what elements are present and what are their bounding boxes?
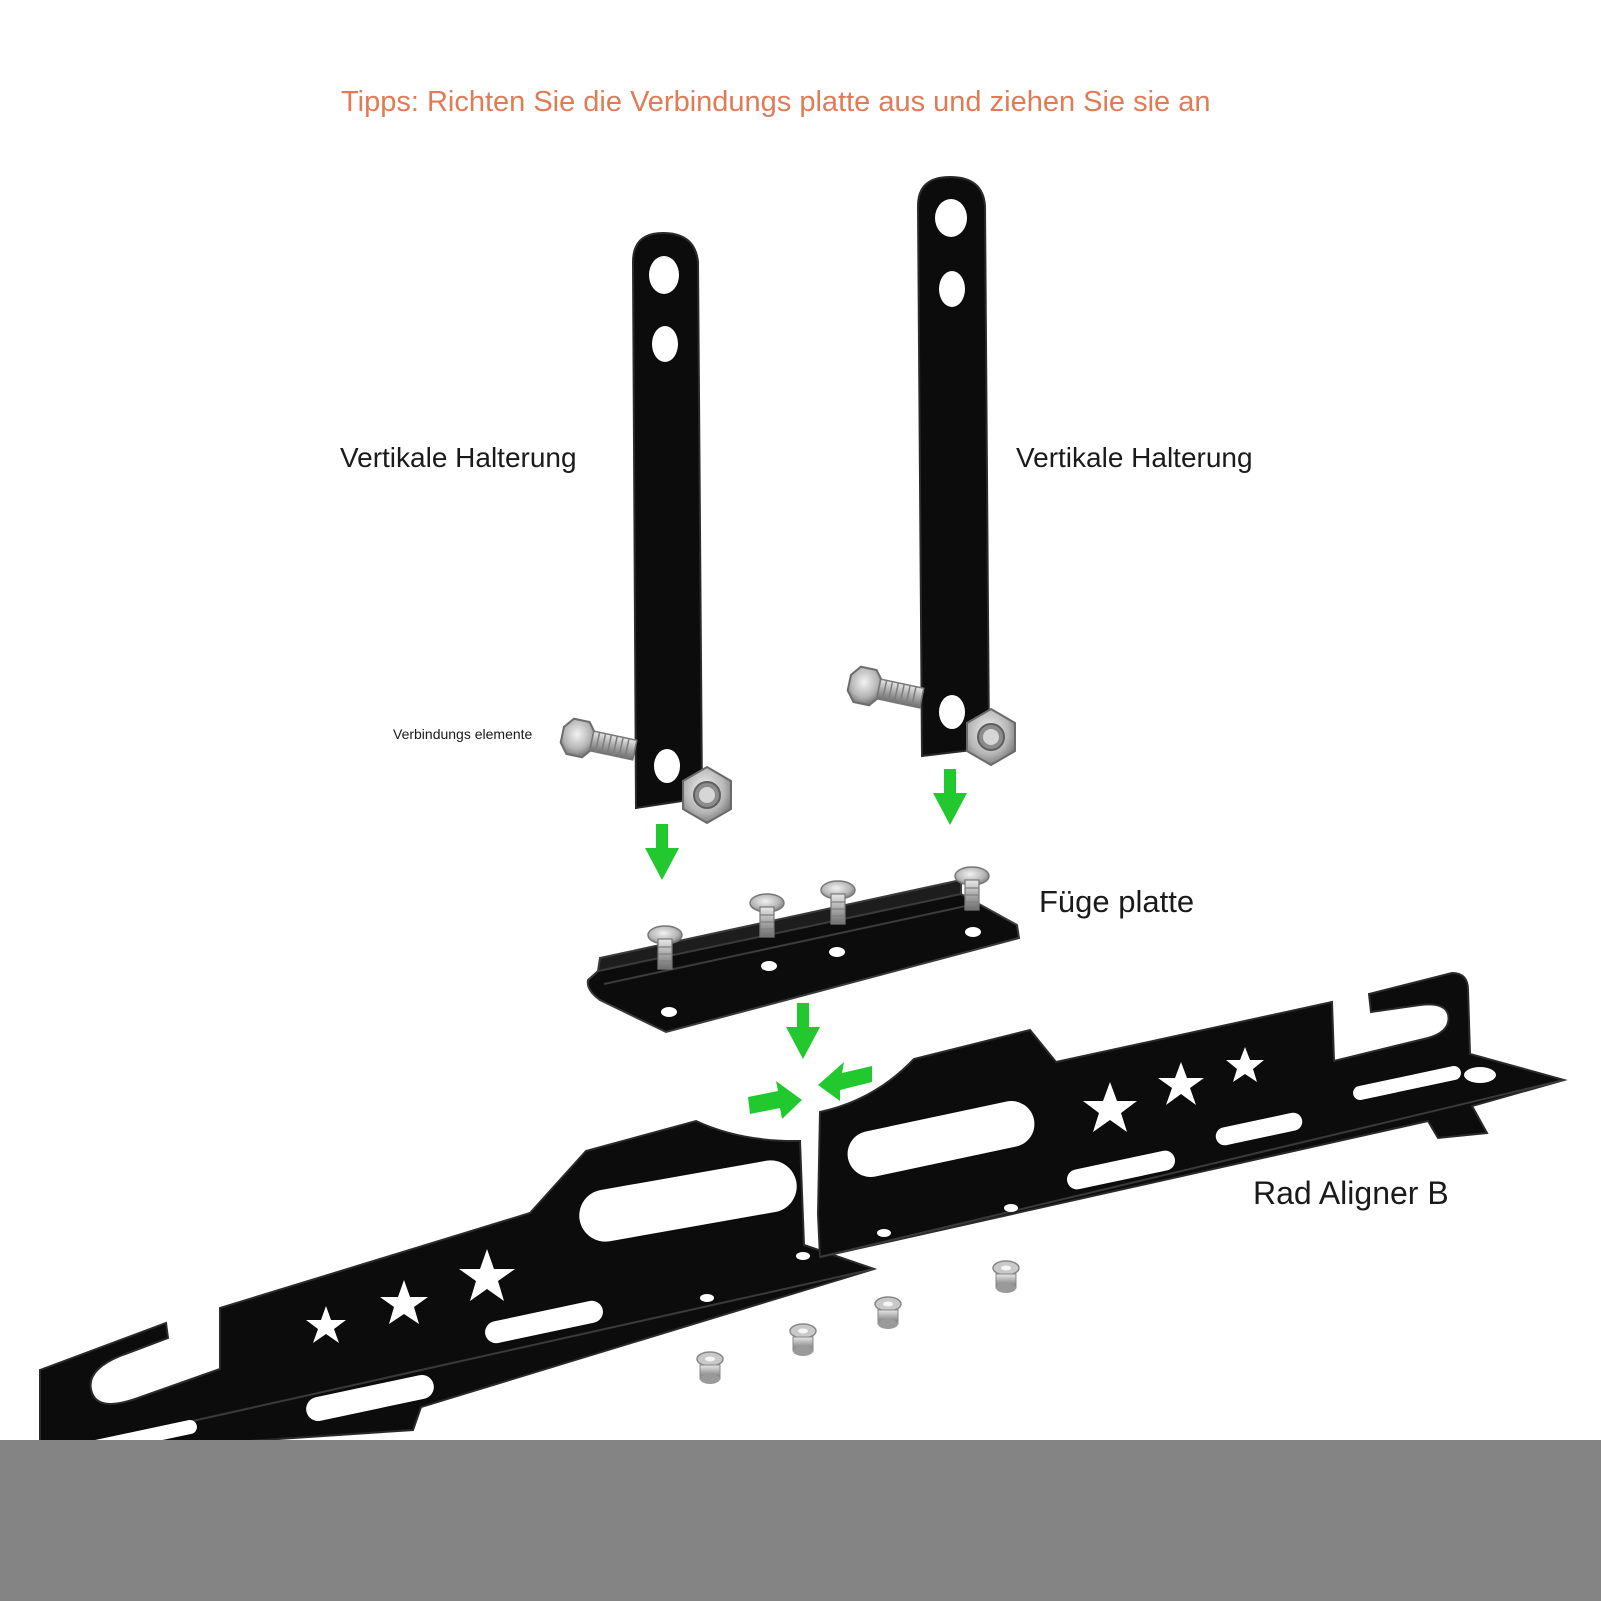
star-icon xyxy=(380,1280,428,1324)
star-icon xyxy=(1158,1062,1204,1105)
label-wheel-aligner: Rad Aligner B xyxy=(1253,1175,1449,1211)
arrow-right-icon xyxy=(748,1081,802,1119)
washer-icon xyxy=(992,1260,1020,1294)
arrow-down-icon xyxy=(933,769,967,825)
star-icon xyxy=(306,1306,346,1343)
joining-plate xyxy=(586,878,1021,1034)
star-icon xyxy=(459,1249,515,1301)
label-vertical-bracket-left: Vertikale Halterung xyxy=(340,442,577,473)
label-vertical-bracket-right: Vertikale Halterung xyxy=(1016,442,1253,473)
tip-text: Tipps: Richten Sie die Verbindungs platt… xyxy=(341,86,1211,118)
wheel-aligner-right xyxy=(816,971,1568,1259)
washer-icon xyxy=(874,1296,902,1330)
arrow-down-icon xyxy=(645,824,679,880)
arrow-down-icon xyxy=(786,1003,820,1059)
bottom-bar xyxy=(0,1440,1601,1601)
star-icon xyxy=(1226,1047,1264,1082)
wheel-aligner-left xyxy=(39,1119,878,1457)
vertical-bracket-left xyxy=(631,231,704,810)
label-joining-plate: Füge platte xyxy=(1039,884,1195,919)
washer-icon xyxy=(696,1351,724,1385)
bolt-icon xyxy=(557,716,640,769)
vertical-bracket-right xyxy=(916,175,991,758)
washer-icon xyxy=(789,1323,817,1357)
label-connecting-elements: Verbindungs elemente xyxy=(393,726,533,742)
bolt-icon xyxy=(844,664,927,717)
arrow-left-icon xyxy=(818,1062,872,1101)
star-icon xyxy=(1083,1082,1137,1132)
